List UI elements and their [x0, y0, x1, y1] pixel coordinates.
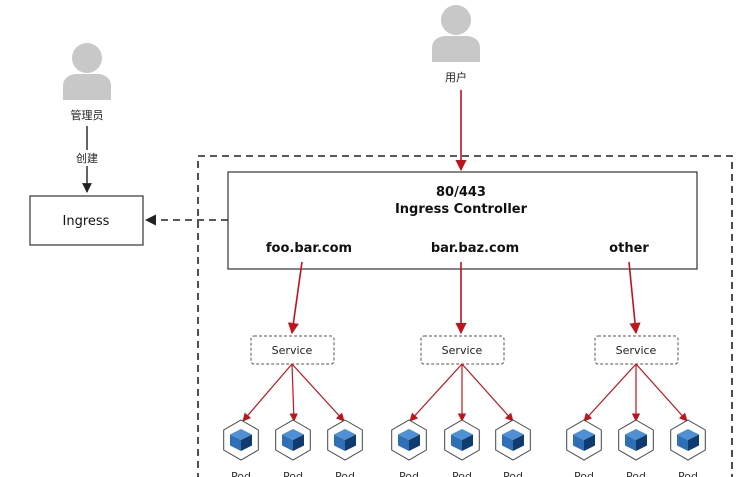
- pod-3-3: Pod: [670, 419, 706, 477]
- admin-actor: 管理员: [63, 43, 111, 122]
- route-host-2: bar.baz.com: [431, 241, 519, 256]
- pod-label: Pod: [574, 470, 594, 477]
- service-node-1: Service: [250, 335, 335, 365]
- pod-label: Pod: [626, 470, 646, 477]
- service-label-2: Service: [442, 344, 483, 357]
- ingress-resource: Ingress: [29, 195, 144, 246]
- pod-1-3: Pod: [327, 419, 363, 477]
- controller-title: Ingress Controller: [395, 202, 528, 217]
- pod-cube-icon: [677, 429, 699, 451]
- admin-label: 管理员: [71, 108, 104, 122]
- pod-1-1: Pod: [223, 419, 259, 477]
- route-arrow-3: [628, 261, 641, 335]
- service-node-2: Service: [420, 335, 505, 365]
- service-node-3: Service: [594, 335, 679, 365]
- route-host-3: other: [609, 241, 649, 256]
- pod-cube-icon: [625, 429, 647, 451]
- pod-label: Pod: [231, 470, 251, 477]
- pod-3-2: Pod: [618, 419, 654, 477]
- pods-group: Pod Pod Pod Pod Pod Pod Pod Pod Pod: [223, 419, 706, 477]
- pod-cube-icon: [282, 429, 304, 451]
- pod-label: Pod: [399, 470, 419, 477]
- route-host-1: foo.bar.com: [266, 241, 352, 256]
- pod-arrows: [242, 363, 688, 422]
- pod-label: Pod: [335, 470, 355, 477]
- service-label-3: Service: [616, 344, 657, 357]
- pod-cube-icon: [451, 429, 473, 451]
- pod-label: Pod: [283, 470, 303, 477]
- user-actor: 用户: [432, 5, 480, 84]
- pod-3-1: Pod: [566, 419, 602, 477]
- controller-port: 80/443: [436, 185, 486, 200]
- user-icon: [63, 43, 111, 100]
- pod-2-1: Pod: [391, 419, 427, 477]
- pod-1-2: Pod: [275, 419, 311, 477]
- create-label: 创建: [76, 151, 98, 165]
- pod-cube-icon: [502, 429, 524, 451]
- pod-2-2: Pod: [444, 419, 480, 477]
- pod-cube-icon: [573, 429, 595, 451]
- ingress-label: Ingress: [63, 214, 110, 229]
- user-icon: [432, 5, 480, 62]
- pod-2-3: Pod: [495, 419, 531, 477]
- pod-label: Pod: [678, 470, 698, 477]
- cluster-boundary: [197, 155, 733, 477]
- service-label-1: Service: [272, 344, 313, 357]
- ingress-controller: 80/443 Ingress Controller foo.bar.com ba…: [227, 171, 698, 270]
- user-label: 用户: [445, 70, 467, 84]
- pod-label: Pod: [503, 470, 523, 477]
- pod-label: Pod: [452, 470, 472, 477]
- pod-cube-icon: [230, 429, 252, 451]
- route-arrow-1: [287, 261, 303, 335]
- pod-cube-icon: [398, 429, 420, 451]
- pod-cube-icon: [334, 429, 356, 451]
